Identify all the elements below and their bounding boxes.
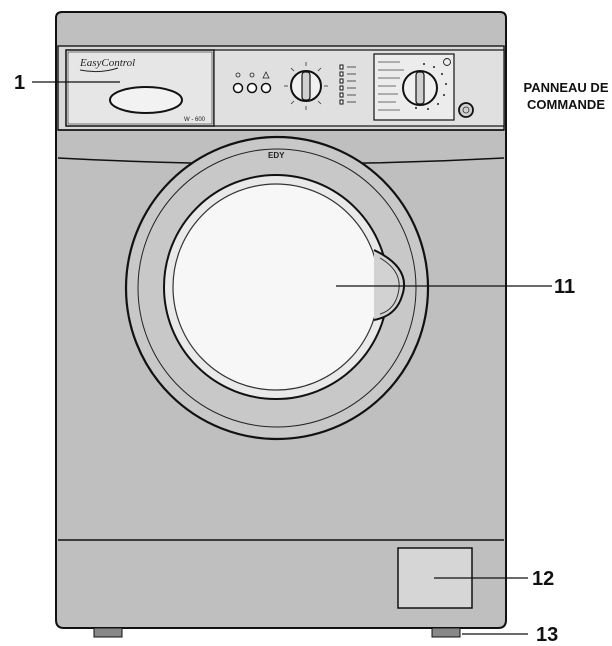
control-panel — [213, 49, 505, 127]
power-button[interactable] — [458, 102, 474, 118]
option-symbols — [235, 71, 270, 79]
drawer-brand: EasyControl — [79, 57, 135, 69]
temperature-knob[interactable] — [284, 62, 328, 110]
detergent-drawer[interactable]: EasyControl W - 600 — [65, 49, 215, 127]
drawer-model: W - 600 — [184, 117, 206, 123]
callout-11: 11 — [554, 276, 575, 298]
panel-heading-line-2: COMMANDE — [527, 97, 605, 112]
programme-knob[interactable] — [402, 70, 438, 106]
panel-heading-line-1: PANNEAU DE — [524, 80, 609, 95]
callout-12: 12 — [532, 568, 554, 590]
option-button-2[interactable] — [246, 82, 258, 94]
callout-1: 1 — [14, 72, 25, 94]
programme-dial-ticks — [415, 63, 447, 110]
door-handle[interactable] — [373, 249, 406, 321]
foot-left — [93, 627, 123, 638]
indicator-symbols — [347, 66, 356, 103]
leader-lines — [32, 81, 552, 635]
drawer-handle[interactable] — [109, 86, 183, 114]
option-buttons[interactable] — [232, 82, 272, 94]
option-button-3[interactable] — [260, 82, 272, 94]
programme-list — [378, 61, 404, 111]
door[interactable]: EDY — [124, 135, 430, 441]
option-button-1[interactable] — [232, 82, 244, 94]
start-icon — [443, 58, 451, 66]
indicator-lights — [339, 64, 344, 105]
foot-right — [431, 627, 461, 638]
door-brand: EDY — [268, 151, 285, 160]
callout-13: 13 — [536, 624, 558, 646]
